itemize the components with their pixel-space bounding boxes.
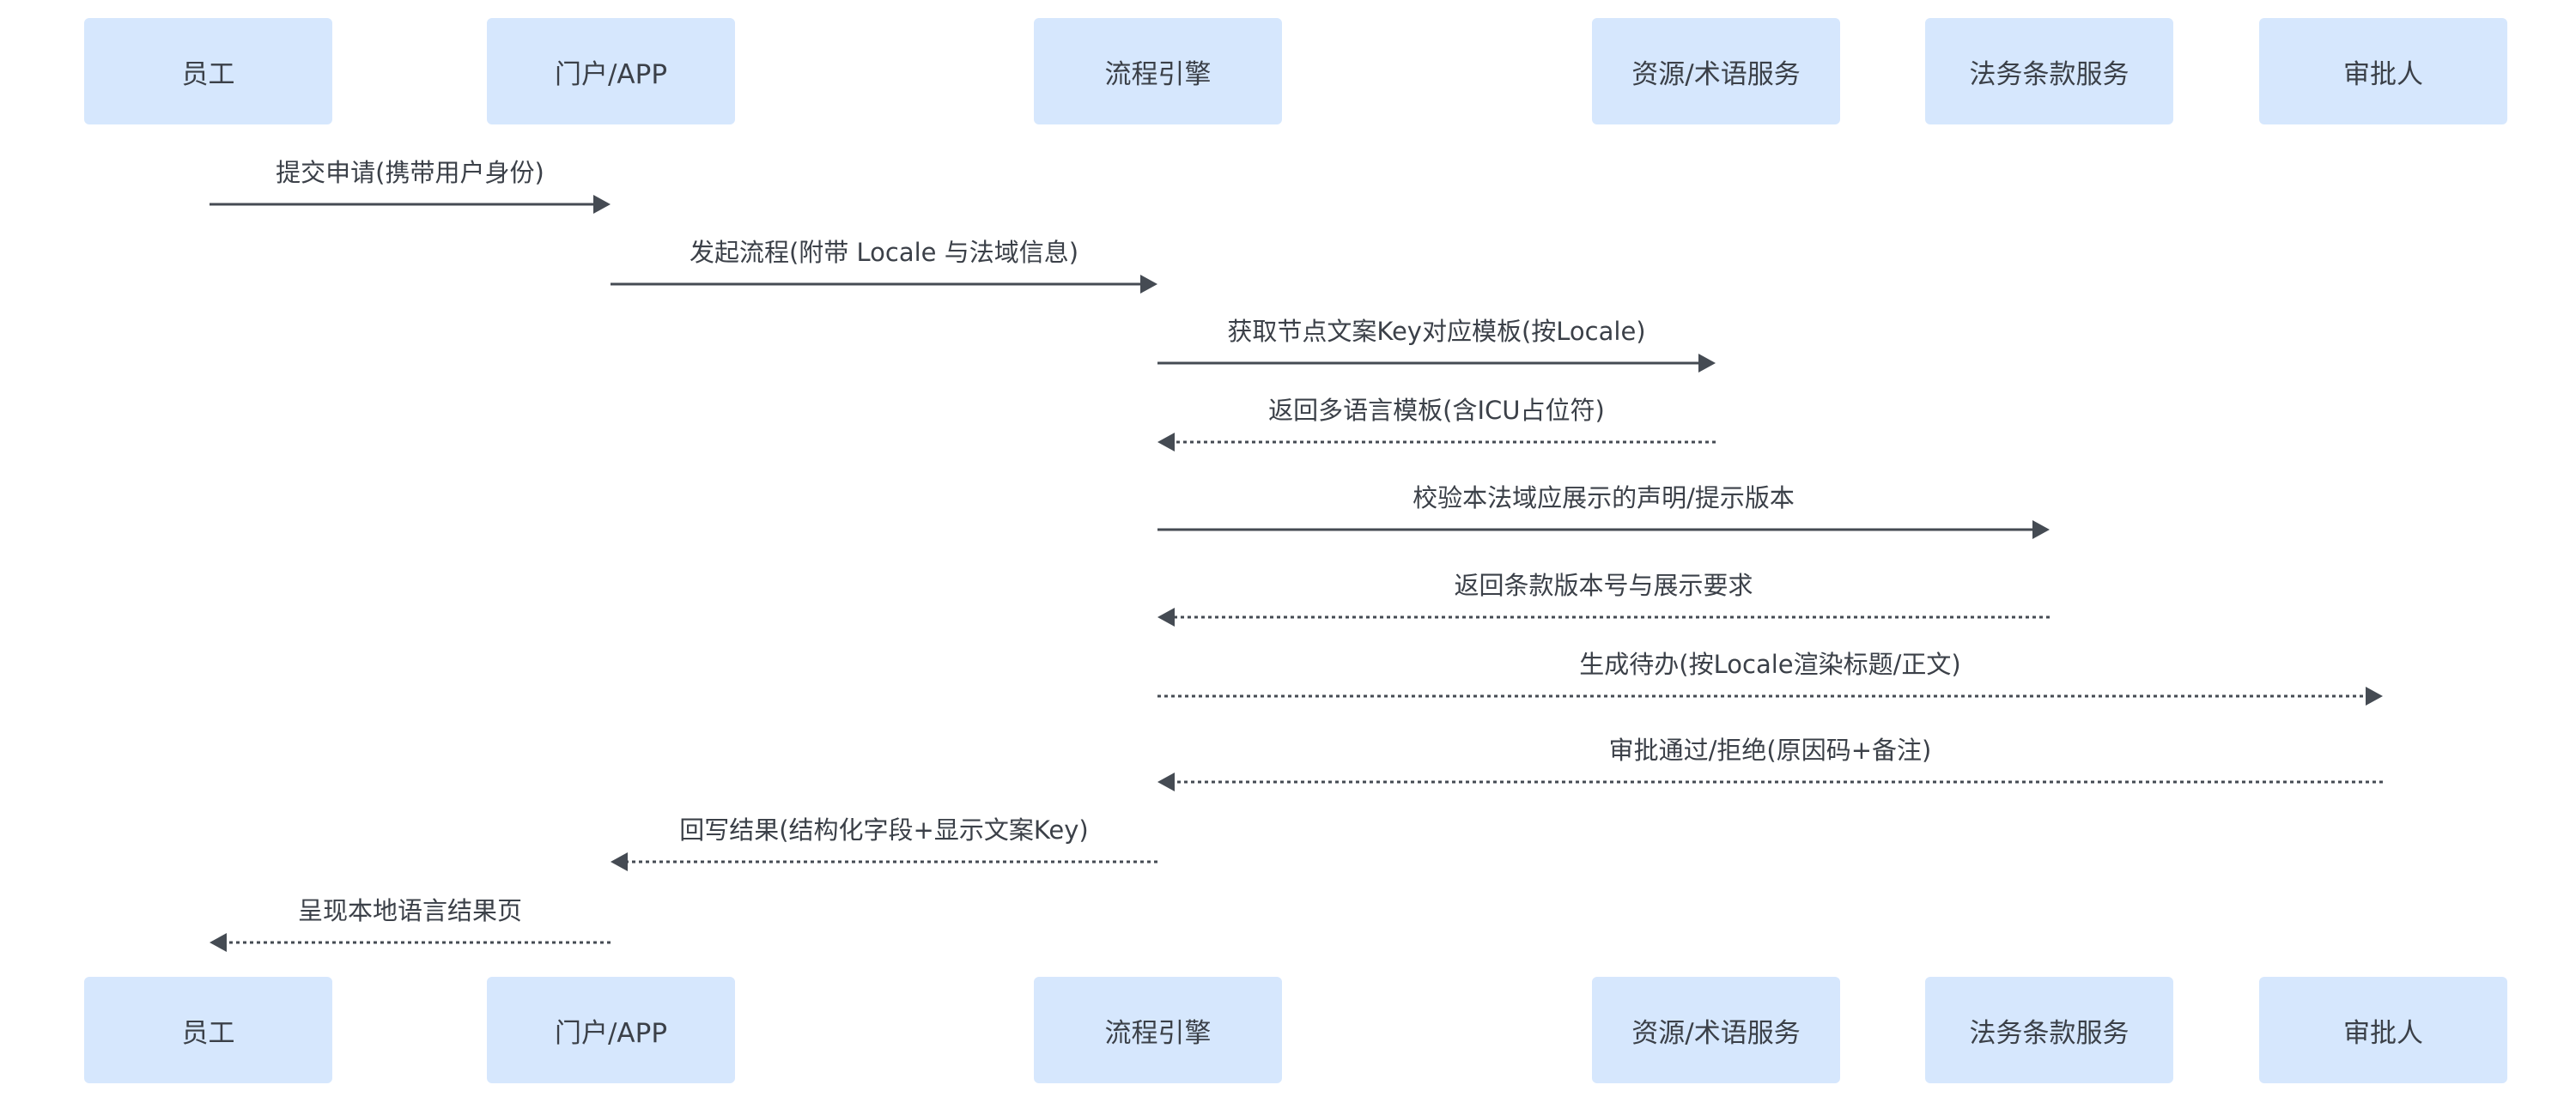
message-2: 发起流程(附带 Locale 与法域信息)	[611, 238, 1157, 294]
actor-engine-top: 流程引擎	[1034, 18, 1282, 124]
message-5: 校验本法域应展示的声明/提示版本	[1157, 483, 2050, 539]
message-label: 获取节点文案Key对应模板(按Locale)	[1227, 317, 1645, 346]
message-1: 提交申请(携带用户身份)	[210, 158, 611, 214]
actor-employee-bottom: 员工	[84, 977, 332, 1083]
actor-legal-top: 法务条款服务	[1925, 18, 2173, 124]
actor-approver-top: 审批人	[2259, 18, 2507, 124]
arrowhead-icon	[1157, 773, 1175, 791]
arrowhead-icon	[2032, 520, 2050, 539]
arrowhead-icon	[593, 195, 611, 214]
message-3: 获取节点文案Key对应模板(按Locale)	[1157, 317, 1716, 373]
message-label: 提交申请(携带用户身份)	[276, 158, 544, 187]
actor-legal-bottom: 法务条款服务	[1925, 977, 2173, 1083]
message-label: 审批通过/拒绝(原因码+备注)	[1609, 736, 1932, 765]
arrowhead-icon	[1157, 608, 1175, 627]
message-8: 审批通过/拒绝(原因码+备注)	[1157, 736, 2383, 791]
message-7: 生成待办(按Locale渲染标题/正文)	[1157, 650, 2383, 706]
message-label: 回写结果(结构化字段+显示文案Key)	[679, 815, 1089, 845]
message-label: 发起流程(附带 Locale 与法域信息)	[690, 238, 1078, 267]
message-label: 生成待办(按Locale渲染标题/正文)	[1579, 650, 1960, 679]
message-label: 呈现本地语言结果页	[298, 896, 522, 925]
arrowhead-icon	[611, 852, 628, 871]
message-6: 返回条款版本号与展示要求	[1157, 571, 2050, 627]
actor-employee-top: 员工	[84, 18, 332, 124]
actor-engine-bottom: 流程引擎	[1034, 977, 1282, 1083]
arrowhead-icon	[1157, 433, 1175, 452]
actor-portal-bottom: 门户/APP	[487, 977, 735, 1083]
arrowhead-icon	[2366, 687, 2383, 706]
actor-resource-bottom: 资源/术语服务	[1592, 977, 1840, 1083]
message-label: 返回条款版本号与展示要求	[1454, 571, 1753, 600]
arrowhead-icon	[210, 933, 227, 952]
actor-portal-top: 门户/APP	[487, 18, 735, 124]
message-10: 呈现本地语言结果页	[210, 896, 611, 952]
message-label: 返回多语言模板(含ICU占位符)	[1268, 396, 1605, 425]
message-9: 回写结果(结构化字段+显示文案Key)	[611, 815, 1157, 871]
actor-resource-top: 资源/术语服务	[1592, 18, 1840, 124]
arrowhead-icon	[1140, 275, 1157, 294]
actor-approver-bottom: 审批人	[2259, 977, 2507, 1083]
arrowhead-icon	[1698, 354, 1716, 373]
message-4: 返回多语言模板(含ICU占位符)	[1157, 396, 1716, 452]
message-label: 校验本法域应展示的声明/提示版本	[1413, 483, 1795, 512]
